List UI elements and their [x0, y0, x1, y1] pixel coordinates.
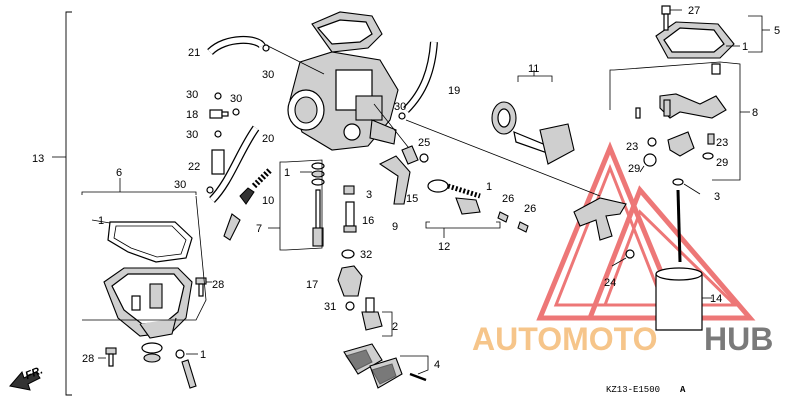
label-30-c: 30 — [186, 129, 198, 141]
float-valve-parts — [337, 265, 393, 337]
label-23-right: 23 — [716, 137, 728, 149]
label-1-needle: 1 — [284, 167, 290, 179]
left-small-parts — [206, 92, 273, 241]
label-8: 8 — [752, 107, 758, 119]
label-31: 31 — [324, 301, 336, 313]
label-1-cover: 1 — [742, 41, 748, 53]
label-28-top: 28 — [212, 279, 224, 291]
hoses — [207, 36, 438, 203]
label-20: 20 — [262, 133, 274, 145]
watermark-hub: HUB — [704, 321, 773, 357]
label-12: 12 — [438, 241, 450, 253]
label-3-jet: 3 — [366, 189, 372, 201]
label-29-right: 29 — [716, 157, 728, 169]
label-3-needle: 3 — [714, 191, 720, 203]
label-16: 16 — [362, 215, 374, 227]
label-21: 21 — [188, 47, 200, 59]
diagram-code-suffix: A — [680, 385, 686, 395]
label-19: 19 — [448, 85, 460, 97]
label-13: 13 — [32, 153, 44, 165]
label-23-left: 23 — [626, 141, 638, 153]
label-29-left: 29 — [628, 163, 640, 175]
label-30-carb: 30 — [394, 101, 406, 113]
label-17: 17 — [306, 279, 318, 291]
label-32: 32 — [360, 249, 372, 261]
float-pieces — [343, 343, 429, 389]
screws-26 — [497, 211, 529, 233]
front-direction-label: FR. — [24, 364, 45, 382]
label-30-d: 30 — [174, 179, 186, 191]
label-1-gasket: 1 — [98, 215, 104, 227]
throttle-drum — [405, 70, 601, 197]
label-26-top: 26 — [502, 193, 514, 205]
throttle-spring-group — [425, 179, 501, 238]
label-30-a: 30 — [186, 89, 198, 101]
callout-labels: 27 5 1 8 23 23 29 29 3 14 24 11 19 30 25… — [32, 5, 780, 371]
linkage-group — [609, 61, 750, 181]
carburetor-body — [267, 11, 413, 153]
label-30-hose: 30 — [262, 69, 274, 81]
front-direction-arrow-icon — [9, 371, 41, 391]
label-18: 18 — [186, 109, 198, 121]
label-9: 9 — [392, 221, 398, 233]
label-7: 7 — [256, 223, 262, 235]
label-4: 4 — [434, 359, 440, 371]
label-15: 15 — [406, 193, 418, 205]
label-5: 5 — [774, 25, 780, 37]
needle-and-cylinder — [655, 178, 712, 331]
label-6: 6 — [116, 167, 122, 179]
label-22: 22 — [188, 161, 200, 173]
label-2: 2 — [392, 321, 398, 333]
throttle-arm — [573, 197, 635, 267]
jets — [341, 185, 357, 259]
label-27: 27 — [688, 5, 700, 17]
watermark-automoto: AUTOMOTO — [472, 321, 657, 357]
label-1-spring: 1 — [486, 181, 492, 193]
bracket-13 — [65, 11, 72, 396]
diagram-code: KZ13-E1500 — [606, 385, 660, 395]
label-1-oring: 1 — [200, 349, 206, 361]
label-11: 11 — [528, 63, 539, 75]
label-24: 24 — [604, 277, 616, 289]
label-30-b: 30 — [230, 93, 242, 105]
float-chamber-group — [81, 178, 212, 389]
label-14: 14 — [710, 293, 722, 305]
needle-group — [268, 159, 325, 251]
label-25: 25 — [418, 137, 430, 149]
choke-lever — [378, 145, 429, 205]
top-cover — [655, 5, 770, 59]
label-26-bottom: 26 — [524, 203, 536, 215]
label-10: 10 — [262, 195, 274, 207]
label-28-bottom: 28 — [82, 353, 94, 365]
